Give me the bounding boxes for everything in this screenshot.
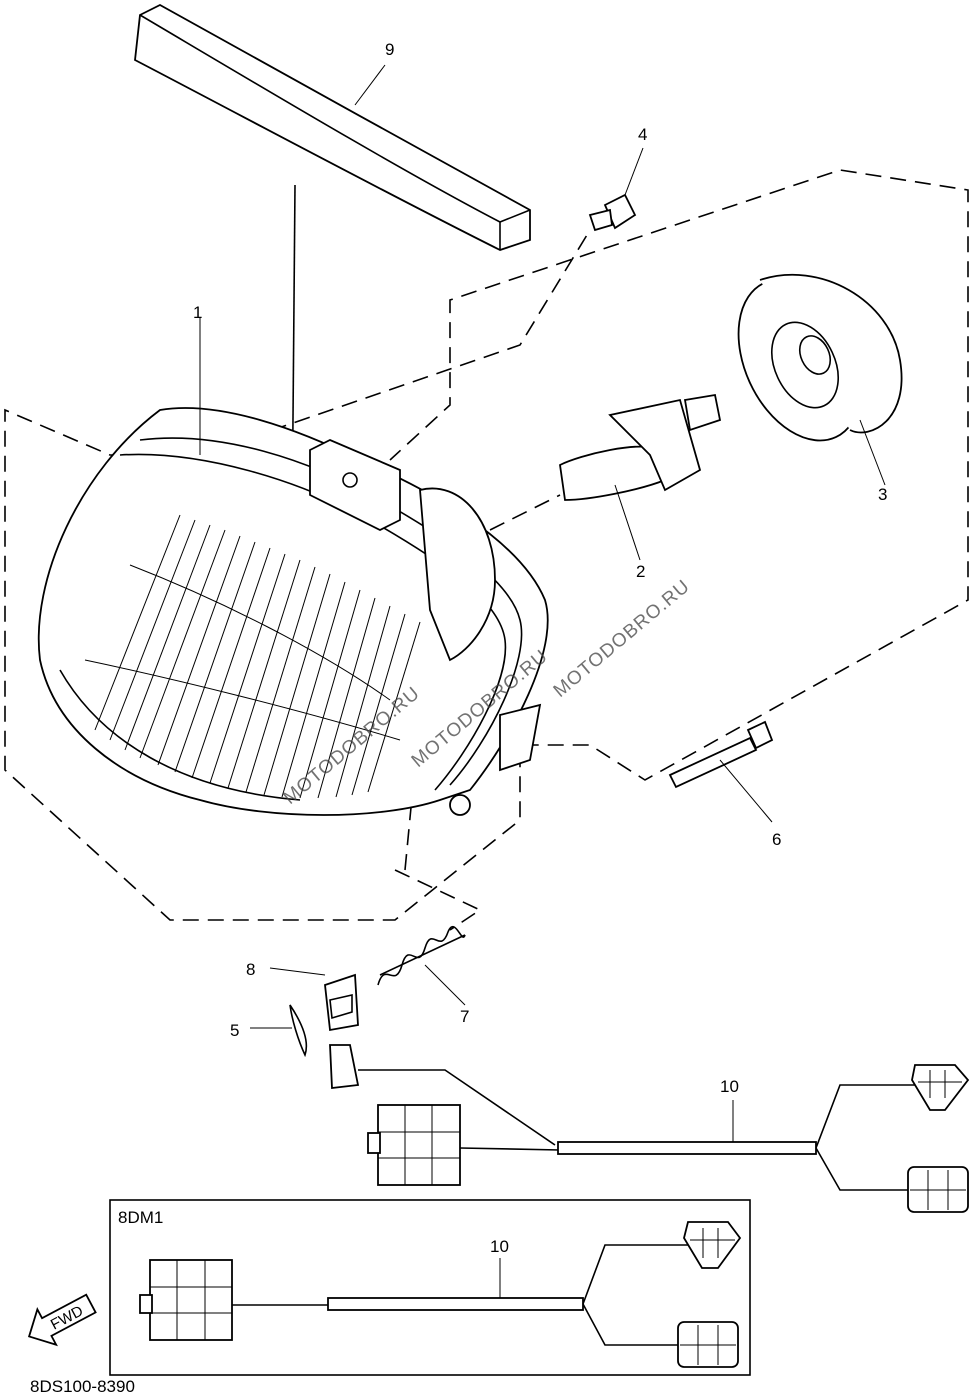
callout-7: 7 <box>460 1007 469 1026</box>
lens-ribs <box>84 514 421 799</box>
variant-label: 8DM1 <box>118 1208 163 1227</box>
part-6-bolt <box>668 720 774 823</box>
forward-arrow-icon: FWD <box>27 1293 97 1347</box>
watermark-3: MOTODOBRO.RU <box>550 576 695 702</box>
variant-box <box>109 1199 751 1376</box>
part-1-headlight-unit <box>37 407 549 816</box>
callouts: 1 9 4 3 2 6 8 7 5 10 10 <box>193 40 887 1256</box>
part-3-socket-cover <box>737 273 903 486</box>
callout-4: 4 <box>638 125 647 144</box>
callout-10: 10 <box>720 1077 739 1096</box>
diagram-code: 8DS100-8390 <box>30 1377 135 1396</box>
callout-1: 1 <box>193 303 202 322</box>
part-7-spring <box>377 925 466 1006</box>
callout-5: 5 <box>230 1021 239 1040</box>
part-4-clip <box>588 147 644 232</box>
part-9-visor <box>134 3 531 536</box>
part-10-wire-harness <box>329 1044 970 1213</box>
callout-8: 8 <box>246 960 255 979</box>
callout-3: 3 <box>878 485 887 504</box>
part-2-bulb <box>559 393 722 561</box>
callout-10-variant: 10 <box>490 1237 509 1256</box>
callout-2: 2 <box>636 562 645 581</box>
callout-6: 6 <box>772 830 781 849</box>
part-8-retainer <box>269 967 359 1032</box>
callout-9: 9 <box>385 40 394 59</box>
part-5-pin <box>250 1004 308 1058</box>
